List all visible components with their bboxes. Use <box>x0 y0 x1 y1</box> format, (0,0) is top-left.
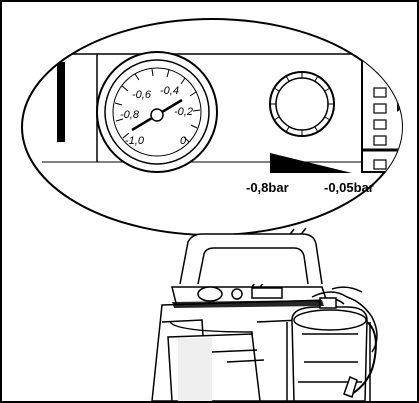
gauge-label-0: 0 <box>180 135 187 147</box>
pressure-label-low: -0,05bar <box>324 180 374 195</box>
device-shading <box>172 300 324 401</box>
vacuum-gauge: -0,6 -0,4 -0,8 -0,2 -1,0 0 <box>96 51 218 173</box>
vacuum-regulator-knob[interactable] <box>269 71 335 137</box>
panel-dark-strip <box>57 62 65 142</box>
gauge-label-02: -0,2 <box>174 106 193 118</box>
zoom-callout: -0,6 -0,4 -0,8 -0,2 -1,0 0 <box>21 18 403 236</box>
gauge-label-10: -1,0 <box>125 135 145 147</box>
gauge-label-08: -0,8 <box>120 109 140 121</box>
gauge-label-04: -0,4 <box>160 85 179 97</box>
pressure-label-high: -0,8bar <box>246 180 289 195</box>
gauge-label-06: -0,6 <box>132 89 152 101</box>
indicator-lights <box>373 87 387 170</box>
pressure-range-wedge <box>270 153 352 173</box>
